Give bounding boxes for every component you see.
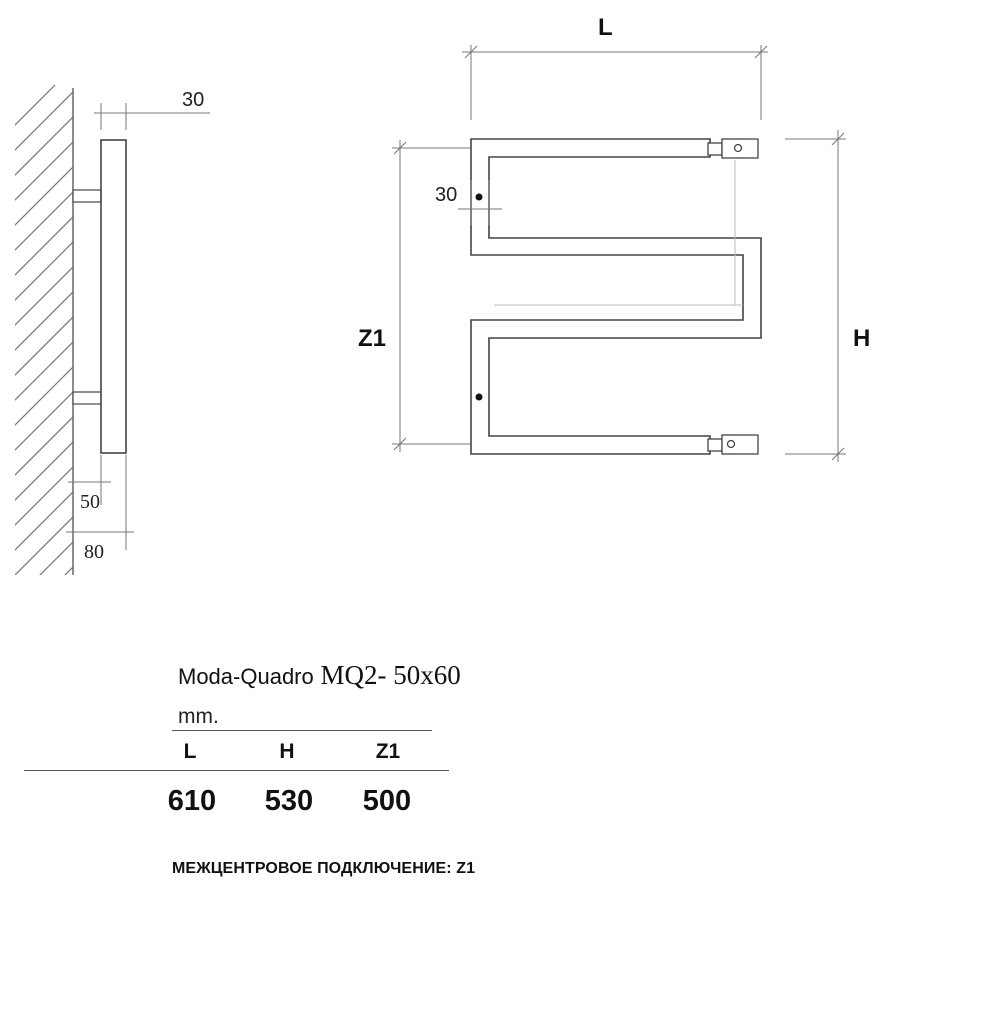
dim-Z1: [392, 140, 470, 452]
dim-H-label: H: [853, 325, 870, 352]
wall-hatching: [15, 85, 73, 575]
dim-30-side: [94, 103, 210, 130]
product-size: 50x60: [393, 660, 461, 690]
value-H: 530: [264, 785, 314, 817]
center-guides: [494, 160, 743, 306]
dim-H: [785, 130, 846, 462]
dim-50-label: 50: [80, 491, 100, 513]
dim-Z1-label: Z1: [358, 325, 386, 352]
product-title: Moda-Quadro MQ2- 50x60: [178, 660, 461, 691]
dim-80: [66, 455, 134, 550]
unit-label: mm.: [178, 705, 219, 728]
side-view: 30 50 80: [15, 85, 210, 575]
col-header-L: L: [183, 740, 197, 763]
value-L: 610: [167, 785, 217, 817]
dim-30-side-label: 30: [182, 89, 204, 111]
value-Z1: 500: [362, 785, 412, 817]
dim-L-label: L: [598, 14, 613, 41]
connection-valve-bottom: [707, 434, 759, 455]
dim-50: [68, 455, 111, 505]
connection-valve-top: [707, 138, 759, 159]
radiator-s-shape: [470, 138, 762, 455]
front-view: L H Z1 30: [358, 14, 870, 462]
dim-30-front: [458, 180, 502, 225]
dim-30-front-label: 30: [435, 184, 457, 206]
mounting-bracket-bottom: [72, 391, 102, 405]
mount-point-lower: [475, 393, 483, 401]
radiator-profile: [100, 139, 127, 454]
mount-point-upper: [475, 193, 483, 201]
col-header-H: H: [279, 740, 295, 763]
technical-drawing: 30 50 80: [15, 14, 870, 575]
connection-note: МЕЖЦЕНТРОВОЕ ПОДКЛЮЧЕНИЕ: Z1: [172, 860, 476, 877]
mounting-bracket-top: [72, 189, 102, 203]
dim-80-label: 80: [84, 541, 104, 563]
product-model: MQ2-: [320, 660, 387, 690]
product-brand: Moda-Quadro: [178, 664, 314, 689]
dim-L: [462, 45, 768, 120]
table-rule-top: [172, 730, 432, 731]
table-rule-main: [24, 770, 449, 771]
col-header-Z1: Z1: [375, 740, 401, 763]
